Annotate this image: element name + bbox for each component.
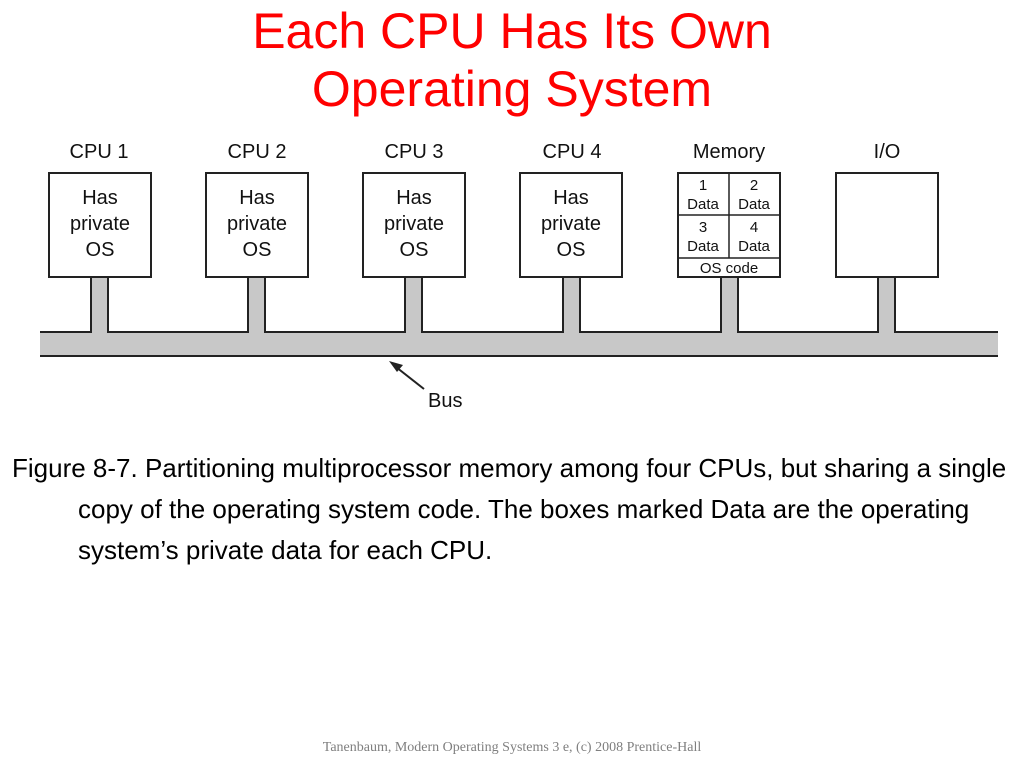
cpu-1-text-line-2: private [70,213,130,235]
cpu-2-text-line-3: OS [243,239,272,261]
memory-cell-2: 2 Data [738,177,770,213]
system-bus [40,331,998,357]
memory-cell-4-number: 4 [750,219,758,236]
memory-label: Memory [693,141,765,163]
memory-cell-2-text: Data [738,196,770,213]
memory-connector [720,277,739,334]
cpu-1-text-line-3: OS [86,239,115,261]
figure-caption-text: Figure 8-7. Partitioning multiprocessor … [12,453,1007,565]
cpu-2-label: CPU 2 [228,141,287,163]
cpu-4-text-line-1: Has [553,187,589,209]
cpu-4-box [519,172,623,278]
cpu-2-connector [247,277,266,334]
title-line-1: Each CPU Has Its Own [252,3,772,59]
bus-arrowhead [389,361,403,372]
bus-annotation: Bus [389,361,462,412]
bus-label: Bus [428,390,462,412]
memory-cell-1-number: 1 [699,177,707,194]
io-device: I/O [835,141,939,278]
memory-cell-3-number: 3 [699,219,707,236]
cpu-4: CPU 4 Has private OS [519,141,623,278]
memory-cell-1-text: Data [687,196,719,213]
cpu-1-box [48,172,152,278]
slide-title: Each CPU Has Its Own Operating System [0,0,1024,118]
memory-cell-4-text: Data [738,238,770,255]
io-box [835,172,939,278]
memory-cell-2-number: 2 [750,177,758,194]
cpu-4-text-line-2: private [541,213,601,235]
slide-footer: Tanenbaum, Modern Operating Systems 3 e,… [322,740,702,755]
cpu-1-label: CPU 1 [70,141,129,163]
cpu-4-connector [562,277,581,334]
cpu-3-box [362,172,466,278]
cpu-2: CPU 2 Has private OS [205,141,309,278]
cpu-3: CPU 3 Has private OS [362,141,466,278]
cpu-1: CPU 1 Has private OS [48,141,152,278]
cpu-4-text-line-3: OS [557,239,586,261]
cpu-3-text-line-3: OS [400,239,429,261]
title-line-2: Operating System [311,61,713,117]
multiprocessor-diagram: CPU 1 Has private OS CPU 2 Has private O… [0,120,1024,420]
figure-caption: Figure 8-7. Partitioning multiprocessor … [12,448,1017,571]
cpu-3-connector [404,277,423,334]
memory-cell-3-text: Data [687,238,719,255]
memory-cell-3: 3 Data [687,219,719,255]
memory-os-code: OS code [700,260,758,277]
bus-arrow [395,366,425,390]
cpu-4-label: CPU 4 [543,141,602,163]
memory-cell-1: 1 Data [687,177,719,213]
io-connector [877,277,896,334]
cpu-2-box [205,172,309,278]
cpu-3-text-line-1: Has [396,187,432,209]
cpu-2-text-line-1: Has [239,187,275,209]
cpu-2-text-line-2: private [227,213,287,235]
cpu-1-connector [90,277,109,334]
bus-connectors [90,277,896,334]
cpu-3-label: CPU 3 [385,141,444,163]
memory-cell-4: 4 Data [738,219,770,255]
cpu-3-text-line-2: private [384,213,444,235]
io-label: I/O [874,141,901,163]
memory: Memory 1 Data 2 Data 3 Data 4 Data OS co… [677,141,781,278]
cpu-1-text-line-1: Has [82,187,118,209]
